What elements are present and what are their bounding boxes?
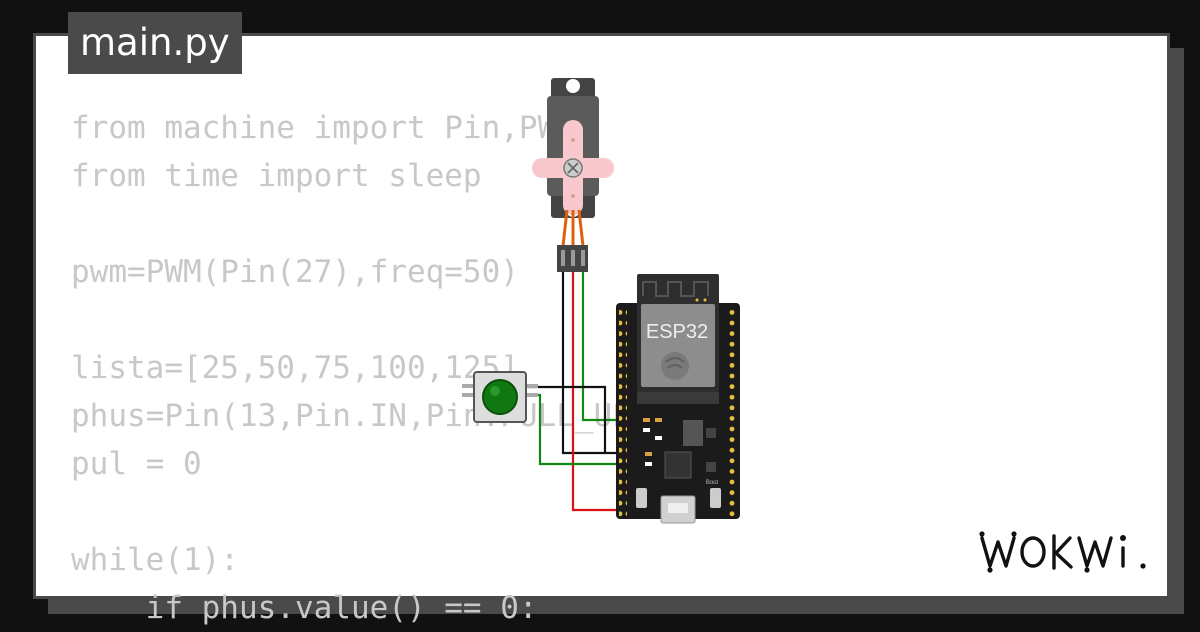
push-button[interactable] <box>462 371 538 423</box>
voltage-regulator <box>683 420 703 446</box>
file-tab[interactable]: main.py <box>68 12 242 74</box>
code-line-1: from machine import Pin,PWM <box>71 110 575 146</box>
servo-connector-pin <box>581 250 585 266</box>
code-block: from machine import Pin,PWM from time imp… <box>71 104 650 632</box>
button-cap[interactable] <box>482 379 518 415</box>
logo-dot <box>1011 531 1017 537</box>
button-cap-highlight <box>490 386 500 396</box>
servo-connector-pin <box>571 250 575 266</box>
boot-button-label: Boot <box>706 480 719 486</box>
wokwi-logo <box>979 531 1146 573</box>
usb-serial-chip <box>664 451 692 479</box>
code-line-8: pul = 0 <box>71 446 202 482</box>
wires <box>528 270 622 512</box>
code-line-6: lista=[25,50,75,100,125] <box>71 350 519 386</box>
servo-mount-hole-top <box>566 79 580 93</box>
logo-dot <box>1084 567 1090 573</box>
logo-letter-o <box>1020 536 1046 568</box>
button-leg <box>462 384 476 388</box>
smd-component <box>655 436 662 440</box>
button-leg <box>524 393 538 397</box>
module-castellation <box>637 392 719 404</box>
button-leg <box>462 393 476 397</box>
button-leg <box>524 384 538 388</box>
servo-horn-hole <box>571 194 575 198</box>
code-line-7: phus=Pin(13,Pin.IN,Pin.PULL_UP) <box>71 398 650 434</box>
servo-shaft-screw-icon <box>567 162 579 174</box>
antenna-pad <box>703 298 707 302</box>
servo-cable <box>561 209 585 247</box>
chip-label: ESP32 <box>646 321 708 343</box>
logo-dot <box>987 567 993 573</box>
wire-black-servo-gnd <box>561 270 622 455</box>
logo-letter-i-dot <box>1120 535 1126 541</box>
code-line-4: pwm=PWM(Pin(27),freq=50) <box>71 254 519 290</box>
smd-component <box>643 418 650 422</box>
espressif-logo-mark <box>665 357 685 369</box>
antenna-trace <box>642 281 709 297</box>
code-line-10: while(1): <box>71 542 239 578</box>
code-line-2: from time import sleep <box>71 158 482 194</box>
logo-letter-w <box>980 536 1016 568</box>
logo-letter-w2 <box>1077 536 1113 568</box>
wire-green-servo-signal <box>581 270 622 422</box>
logo-dot <box>979 531 985 537</box>
servo-connector-pin <box>561 250 565 266</box>
logo-letter-k <box>1052 534 1073 570</box>
smd-component <box>706 462 716 472</box>
rf-shield <box>641 304 715 387</box>
wire-green-button-pin <box>538 393 622 466</box>
code-line-11: if phus.value() == 0: <box>71 590 538 626</box>
smd-component <box>645 452 652 456</box>
antenna-pad <box>695 298 699 302</box>
micro-usb-opening <box>668 503 688 513</box>
smd-component <box>706 428 716 438</box>
esp32-board: ESP32 Boot <box>616 274 740 524</box>
boot-button[interactable] <box>710 488 721 508</box>
smd-component <box>643 428 650 432</box>
board-header-left <box>619 306 627 516</box>
wire-red-servo-vcc <box>571 270 622 512</box>
wire-black-button-gnd <box>528 385 607 453</box>
logo-dot <box>1140 563 1146 569</box>
en-button[interactable] <box>636 488 647 508</box>
board-header-right <box>729 306 737 516</box>
smd-component <box>645 462 652 466</box>
code-preview-card: from machine import Pin,PWM from time imp… <box>33 33 1170 626</box>
servo-motor <box>532 78 614 272</box>
servo-horn-hole <box>571 138 575 142</box>
smd-component <box>655 418 662 422</box>
